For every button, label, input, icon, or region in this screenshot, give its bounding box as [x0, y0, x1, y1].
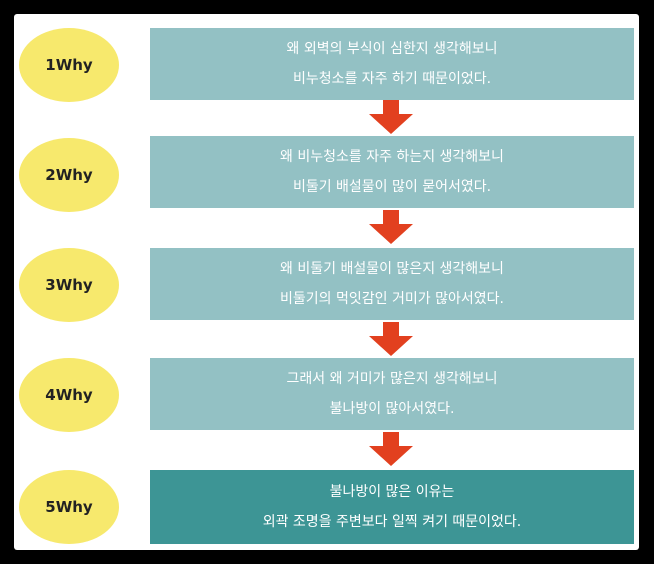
why-label-5: 5Why: [19, 470, 119, 544]
why-box-1-line-2: 비누청소를 자주 하기 때문이었다.: [292, 71, 492, 87]
arrow-down-icon: [369, 100, 413, 134]
why-label-4: 4Why: [19, 358, 119, 432]
why-box-4: 그래서 왜 거미가 많은지 생각해보니 불나방이 많아서였다.: [150, 358, 634, 430]
why-box-4-line-1: 그래서 왜 거미가 많은지 생각해보니: [286, 371, 498, 387]
arrow-down-icon: [369, 432, 413, 466]
why-label-2: 2Why: [19, 138, 119, 212]
why-box-2: 왜 비누청소를 자주 하는지 생각해보니 비둘기 배설물이 많이 묻어서였다.: [150, 136, 634, 208]
why-box-1: 왜 외벽의 부식이 심한지 생각해보니 비누청소를 자주 하기 때문이었다.: [150, 28, 634, 100]
why-box-5-line-2: 외곽 조명을 주변보다 일찍 켜기 때문이었다.: [262, 514, 522, 530]
why-label-1: 1Why: [19, 28, 119, 102]
why-box-1-line-1: 왜 외벽의 부식이 심한지 생각해보니: [286, 41, 498, 57]
arrow-down-icon: [369, 210, 413, 244]
why-box-2-line-1: 왜 비누청소를 자주 하는지 생각해보니: [280, 149, 504, 165]
why-box-2-line-2: 비둘기 배설물이 많이 묻어서였다.: [292, 179, 492, 195]
why-label-3: 3Why: [19, 248, 119, 322]
why-box-5-line-1: 불나방이 많은 이유는: [329, 484, 455, 500]
arrow-down-icon: [369, 322, 413, 356]
why-box-5: 불나방이 많은 이유는 외곽 조명을 주변보다 일찍 켜기 때문이었다.: [150, 470, 634, 544]
why-box-4-line-2: 불나방이 많아서였다.: [329, 401, 455, 417]
why-box-3: 왜 비둘기 배설물이 많은지 생각해보니 비둘기의 먹잇감인 거미가 많아서였다…: [150, 248, 634, 320]
why-diagram-panel: 1Why 왜 외벽의 부식이 심한지 생각해보니 비누청소를 자주 하기 때문이…: [14, 14, 639, 550]
why-box-3-line-1: 왜 비둘기 배설물이 많은지 생각해보니: [280, 261, 504, 277]
why-box-3-line-2: 비둘기의 먹잇감인 거미가 많아서였다.: [280, 291, 504, 307]
